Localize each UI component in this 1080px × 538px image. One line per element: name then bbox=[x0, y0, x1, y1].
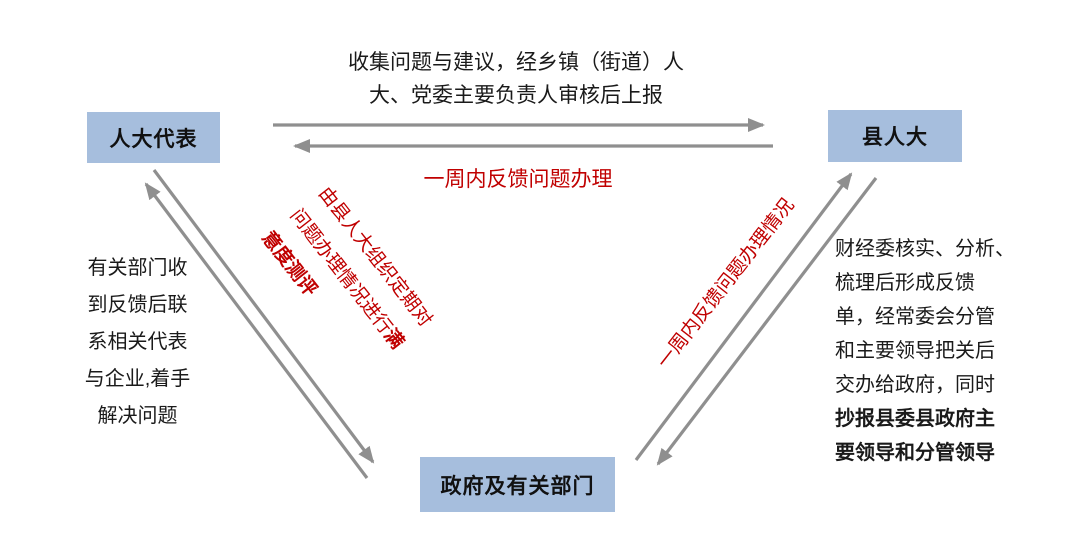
note-departments-contact-line: 系相关代表 bbox=[87, 331, 188, 353]
arrow-government-to-representatives bbox=[144, 182, 369, 479]
node-representatives: 人大代表 bbox=[87, 112, 220, 163]
label-collect-and-report-line1: 收集问题与建议，经乡镇（街道）人 bbox=[348, 51, 684, 74]
note-finance-committee-line: 财经委核实、分析、 bbox=[835, 238, 1015, 260]
node-government-label: 政府及有关部门 bbox=[440, 474, 595, 498]
note-departments-contact-line: 到反馈后联 bbox=[87, 294, 188, 316]
node-government: 政府及有关部门 bbox=[420, 457, 615, 512]
note-finance-committee-line: 交办给政府，同时 bbox=[835, 374, 995, 396]
arrow-government-to-county bbox=[634, 172, 853, 461]
node-representatives-label: 人大代表 bbox=[109, 127, 198, 151]
label-collect-and-report: 收集问题与建议，经乡镇（街道）人 大、党委主要负责人审核后上报 bbox=[348, 46, 684, 112]
note-finance-committee-line: 梳理后形成反馈 bbox=[835, 272, 975, 294]
note-finance-committee-line: 和主要领导把关后 bbox=[835, 340, 995, 362]
note-departments-contact: 有关部门收 到反馈后联 系相关代表 与企业,着手 解决问题 bbox=[60, 250, 215, 435]
note-finance-committee-line: 单，经常委会分管 bbox=[835, 306, 995, 328]
note-departments-contact-line: 有关部门收 bbox=[87, 257, 188, 279]
node-county-congress-label: 县人大 bbox=[862, 126, 928, 149]
label-feedback-within-week: 一周内反馈问题办理 bbox=[423, 168, 613, 191]
note-finance-committee-process: 财经委核实、分析、 梳理后形成反馈 单，经常委会分管 和主要领导把关后 交办给政… bbox=[835, 232, 1070, 470]
node-county-congress: 县人大 bbox=[828, 110, 962, 162]
note-departments-contact-line: 解决问题 bbox=[97, 405, 178, 427]
note-finance-committee-line: 抄报县委县政府主 bbox=[835, 408, 995, 430]
note-finance-committee-line: 要领导和分管领导 bbox=[835, 442, 995, 464]
arrow-representatives-to-government bbox=[152, 169, 375, 464]
label-collect-and-report-line2: 大、党委主要负责人审核后上报 bbox=[369, 84, 663, 107]
arrow-county-to-government bbox=[656, 177, 878, 466]
note-departments-contact-line: 与企业,着手 bbox=[84, 368, 191, 390]
